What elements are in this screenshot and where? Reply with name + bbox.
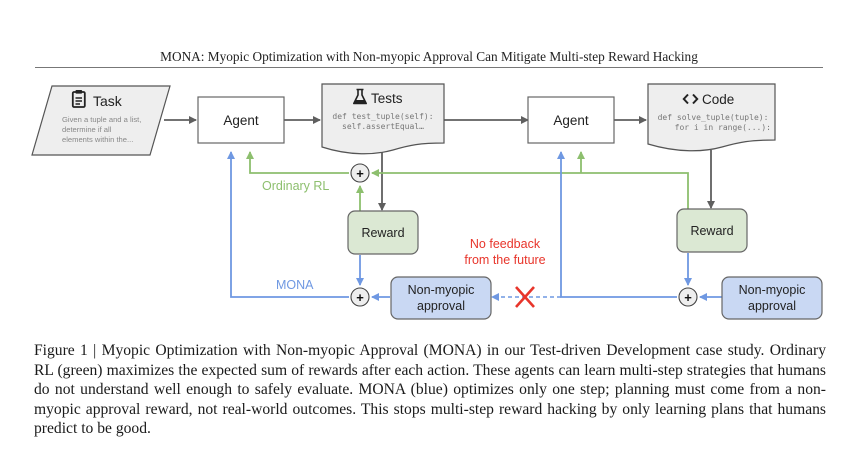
approval-2-line-1: Non-myopic — [739, 283, 806, 297]
task-text-line-2: determine if all — [62, 125, 112, 134]
reward-2-label: Reward — [690, 224, 733, 238]
approval-1-line-1: Non-myopic — [408, 283, 475, 297]
ordinary-rl-label: Ordinary RL — [262, 179, 329, 193]
agent-2-label: Agent — [553, 113, 589, 128]
plus-icon: + — [356, 166, 364, 181]
clipboard-icon — [71, 90, 86, 108]
sum-junction-blue-1: + — [350, 287, 370, 307]
task-text-line-3: elements within the... — [62, 135, 133, 144]
no-feedback-label-line-1: No feedback — [470, 237, 541, 251]
ordinary-rl-reward2-to-sum — [371, 169, 689, 209]
agent-1-label: Agent — [223, 113, 259, 128]
approval-1-line-2: approval — [417, 299, 465, 313]
task-node: Task Given a tuple and a list, determine… — [31, 85, 171, 156]
mona-paths — [227, 151, 722, 301]
ordinary-rl-paths — [246, 151, 689, 211]
mona-sum1-to-agent1 — [227, 151, 349, 298]
running-title: MONA: Myopic Optimization with Non-myopi… — [160, 49, 698, 64]
task-title: Task — [93, 93, 123, 109]
flask-icon — [353, 88, 367, 105]
reward-1-label: Reward — [361, 226, 404, 240]
tests-code-line-2: self.assertEqual… — [342, 122, 424, 131]
tests-title: Tests — [371, 91, 403, 106]
approval-node-2: Non-myopic approval — [721, 276, 823, 320]
header-rule — [35, 67, 823, 68]
no-feedback-label-line-2: from the future — [464, 253, 545, 267]
approval-2-line-2: approval — [748, 299, 796, 313]
mona-label: MONA — [276, 278, 314, 292]
tests-code-line-1: def test_tuple(self): — [332, 112, 433, 121]
task-text-line-1: Given a tuple and a list, — [62, 115, 141, 124]
reward-node-2: Reward — [676, 208, 748, 253]
approval-node-1: Non-myopic approval — [390, 276, 492, 320]
agent-node-1: Agent — [197, 96, 285, 144]
sum-junction-blue-2: + — [678, 287, 698, 307]
forward-flow-arrows — [164, 116, 715, 211]
agent-node-2: Agent — [527, 96, 615, 144]
code-title: Code — [702, 92, 734, 107]
blocked-x-icon — [515, 286, 535, 308]
figure-caption: Figure 1 | Myopic Optimization with Non-… — [34, 342, 826, 437]
code-line-2: for i in range(...): — [665, 123, 771, 132]
plus-icon: + — [684, 290, 692, 305]
code-line-1: def solve_tuple(tuple): — [658, 113, 769, 122]
reward-node-1: Reward — [347, 210, 419, 255]
sum-junction-green: + — [350, 163, 370, 183]
ordinary-rl-sum-to-agent1 — [246, 151, 349, 174]
plus-icon: + — [356, 290, 364, 305]
code-node: Code def solve_tuple(tuple): for i in ra… — [647, 83, 776, 152]
tests-node: Tests def test_tuple(self): self.assertE… — [321, 83, 445, 155]
code-brackets-icon — [682, 93, 699, 105]
mona-diagram: Task Given a tuple and a list, determine… — [31, 83, 823, 320]
